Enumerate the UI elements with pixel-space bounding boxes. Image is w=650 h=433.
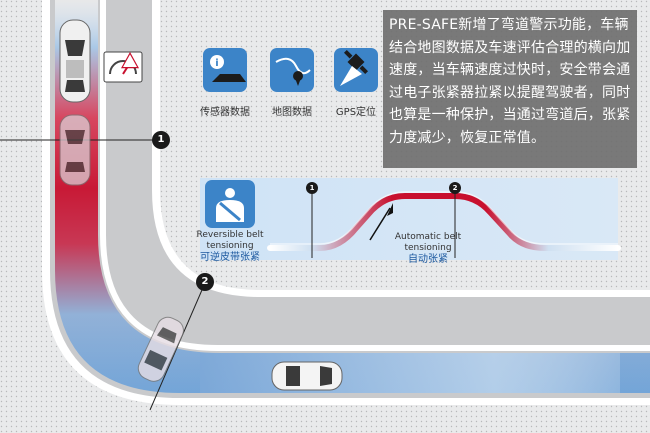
car-curve	[137, 316, 184, 382]
tension-lane-horizontal	[200, 353, 620, 393]
band-marker-2: 2	[449, 182, 461, 194]
reversible-cn: 可逆皮带张紧	[200, 252, 260, 263]
speed-warning-icon	[103, 51, 143, 83]
lane-divider	[100, 0, 650, 351]
map-icon	[270, 48, 314, 92]
reversible-belt-caption: Reversible belt tensioning 可逆皮带张紧	[193, 230, 267, 263]
automatic-belt-caption: Automatic belt tensioning 自动张紧	[388, 232, 468, 265]
reversible-en-line1: Reversible belt	[196, 230, 264, 240]
icon-label-sensor: 传感器数据	[200, 107, 250, 118]
automatic-en-line1: Automatic belt	[394, 232, 462, 242]
car-top	[59, 19, 91, 103]
car-bottom	[271, 361, 343, 391]
road-marker-2: 2	[196, 273, 214, 291]
icon-label-gps: GPS定位	[335, 107, 377, 118]
description-box: PRE-SAFE新增了弯道警示功能，车辆结合地图数据及车速评估合理的横向加速度，…	[383, 10, 637, 168]
svg-text:i: i	[215, 58, 218, 69]
gps-icon	[334, 48, 378, 92]
road-surface	[50, 0, 650, 398]
tension-arrow	[369, 207, 391, 241]
sensor-icon: i	[203, 48, 247, 92]
icon-label-map: 地图数据	[272, 107, 312, 118]
belt-tension-curve	[267, 193, 621, 251]
seatbelt-icon	[205, 180, 255, 228]
road-marker-1: 1	[152, 131, 170, 149]
car-middle	[59, 114, 91, 186]
reversible-en-line2: tensioning	[206, 241, 254, 251]
band-marker-1: 1	[306, 182, 318, 194]
automatic-en-line2: tensioning	[404, 243, 452, 253]
automatic-cn: 自动张紧	[408, 254, 448, 265]
